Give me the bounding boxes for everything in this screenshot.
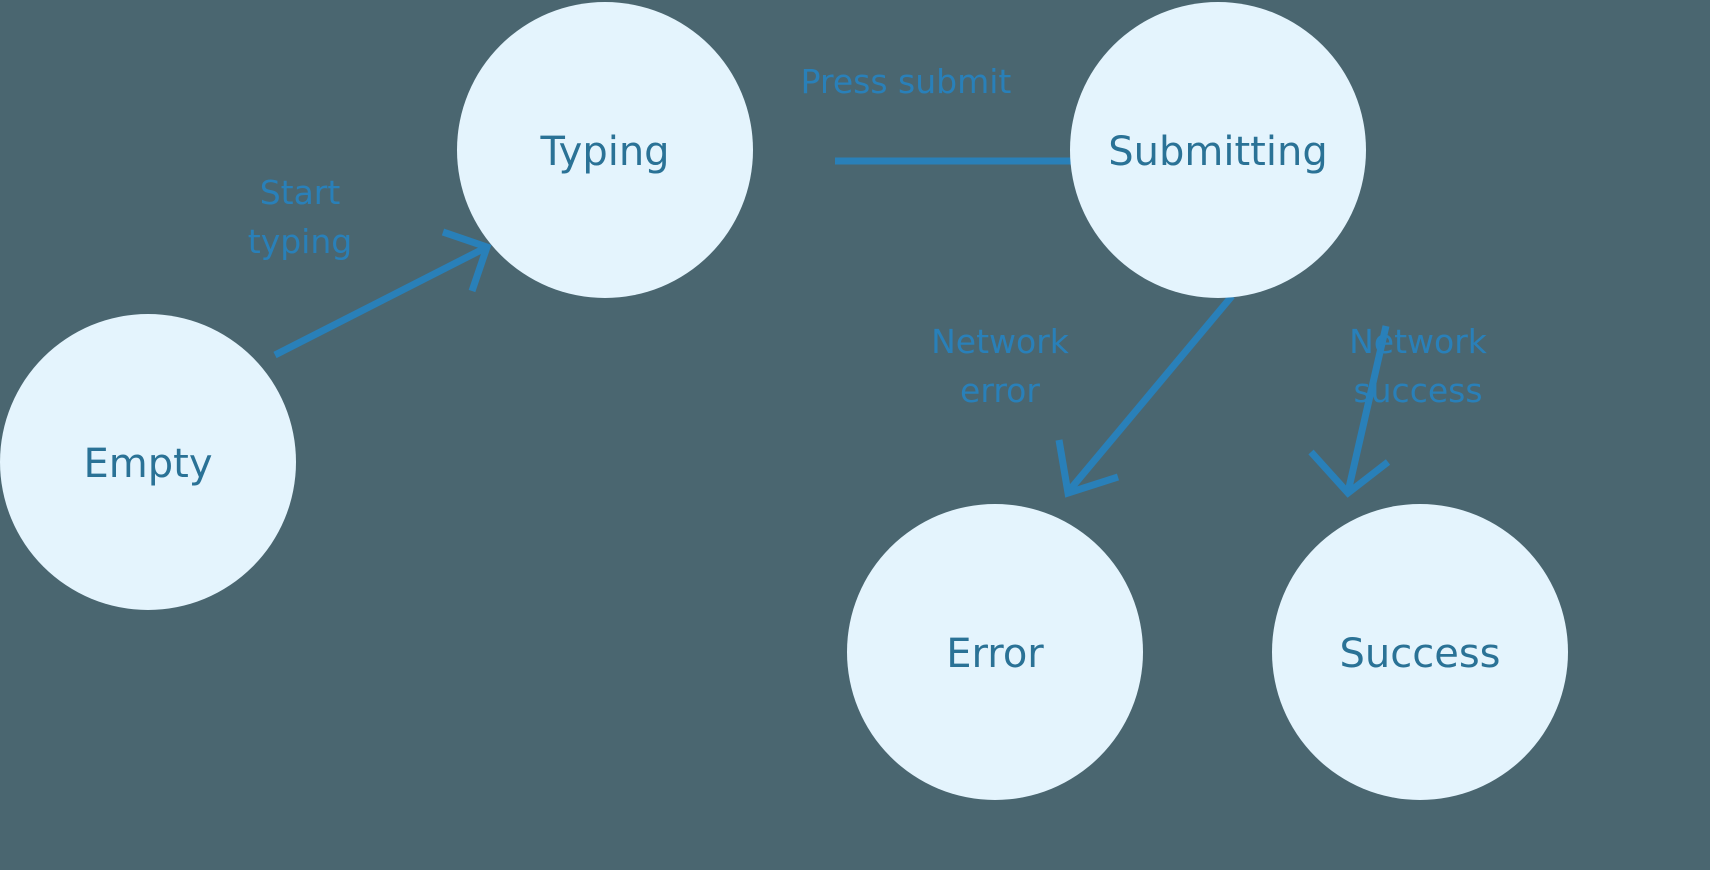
node-label-success: Success — [1339, 631, 1500, 677]
edge-label-empty-to-typing: Start typing — [248, 173, 352, 261]
edge-label-line-success: success — [1353, 371, 1482, 410]
arrowhead-submitting-to-error — [1055, 439, 1120, 498]
node-circle-typing — [457, 2, 753, 298]
node-label-error: Error — [946, 631, 1044, 677]
edge-submitting-to-error[interactable] — [1055, 293, 1235, 498]
edge-label-line-press-submit: Press submit — [801, 62, 1012, 101]
node-submitting[interactable]: Submitting — [1070, 2, 1366, 298]
edge-line-empty-to-typing — [273, 243, 489, 359]
node-label-empty: Empty — [84, 441, 213, 487]
edge-line-submitting-to-error — [1065, 293, 1235, 495]
edge-label-line-typing: typing — [248, 222, 352, 261]
edge-submitting-to-success[interactable] — [1308, 325, 1391, 498]
node-success[interactable]: Success — [1272, 504, 1568, 800]
edge-label-line-network-2: Network — [1349, 322, 1488, 361]
node-empty[interactable]: Empty — [0, 314, 296, 610]
edge-label-line-network: Network — [931, 322, 1070, 361]
node-label-typing: Typing — [539, 129, 669, 175]
node-typing[interactable]: Typing — [457, 2, 753, 298]
node-label-submitting: Submitting — [1108, 129, 1327, 175]
node-circle-submitting — [1070, 2, 1366, 298]
edge-label-typing-to-submitting: Press submit — [801, 62, 1012, 101]
node-circle-error — [847, 504, 1143, 800]
node-error[interactable]: Error — [847, 504, 1143, 800]
arrowhead-submitting-to-success — [1308, 449, 1391, 498]
edge-label-submitting-to-error: Network error — [931, 322, 1070, 410]
arrowhead-empty-to-typing — [441, 228, 492, 293]
edge-label-line-start: Start — [260, 173, 341, 212]
edge-line-submitting-to-success — [1344, 325, 1390, 493]
edge-label-submitting-to-success: Network success — [1349, 322, 1488, 410]
edge-empty-to-typing[interactable] — [273, 228, 492, 359]
node-circle-empty — [0, 314, 296, 610]
edge-label-line-error: error — [960, 371, 1040, 410]
node-circle-success — [1272, 504, 1568, 800]
